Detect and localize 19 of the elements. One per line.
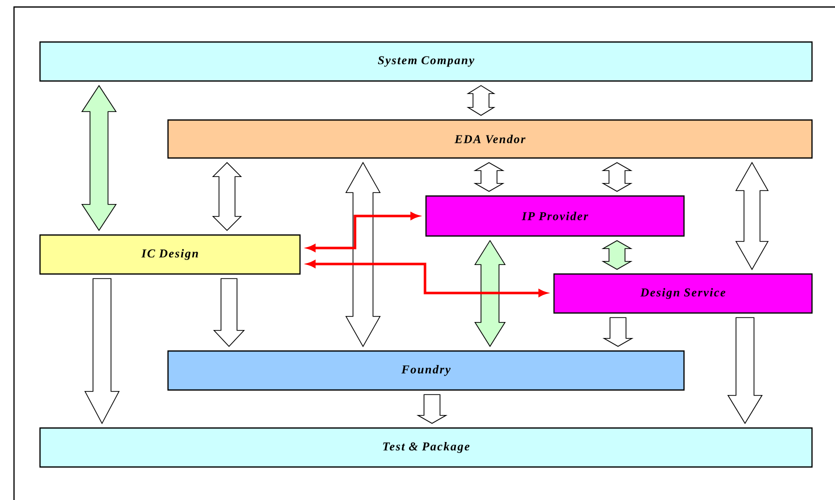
block-arrow: [416, 394, 448, 424]
organization-box: IP Provider: [425, 195, 685, 237]
organization-box: System Company: [39, 41, 813, 82]
organization-box: Test & Package: [39, 427, 813, 468]
block-arrow: [212, 162, 242, 231]
block-arrow: [474, 162, 505, 192]
block-arrow: [466, 85, 496, 116]
arrow: [307, 212, 419, 252]
organization-box: Design Service: [553, 273, 813, 314]
organization-box: IC Design: [39, 234, 301, 275]
block-arrow: [727, 317, 763, 424]
block-arrow: [84, 278, 120, 424]
block-arrow: [602, 162, 633, 192]
organization-box: Foundry: [167, 350, 685, 391]
arrow: [307, 260, 547, 297]
block-arrow: [602, 240, 633, 270]
organization-box: EDA Vendor: [167, 119, 813, 159]
block-arrow: [602, 317, 634, 347]
block-arrow: [213, 278, 245, 347]
